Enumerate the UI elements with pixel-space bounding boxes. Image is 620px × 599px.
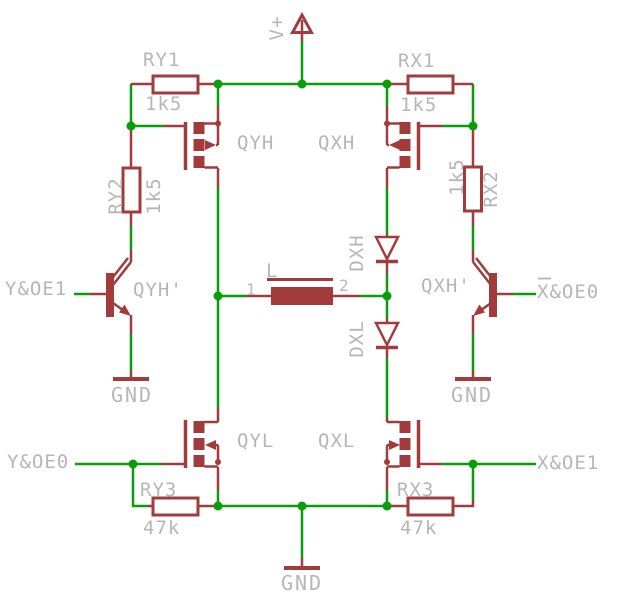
resistor-rx1: RX1 1k5 <box>398 50 455 116</box>
nmos-qyl: QYL <box>183 420 274 468</box>
ry1-name-label: RY1 <box>143 49 180 71</box>
npn-qxh-prime: QXH' <box>421 257 497 317</box>
npn-qyh-prime-emitter-arrow-icon <box>119 304 131 316</box>
qyh-prime-name-label: QYH' <box>133 279 183 301</box>
pin-wires <box>90 82 513 567</box>
resistor-ry1: RY1 1k5 <box>143 49 200 115</box>
qxh-prime-name-label: QXH' <box>421 275 471 297</box>
dxh-name-label: DXH <box>346 234 368 271</box>
rx3-value-label: 47k <box>400 517 437 539</box>
ry2-name-label: RY2 <box>105 177 127 214</box>
diode-dxh-icon <box>373 235 401 262</box>
pmos-qxh-bulk-arrow-icon <box>389 140 400 150</box>
rx1-name-label: RX1 <box>398 50 435 72</box>
gnd-symbol-right: GND <box>451 377 493 407</box>
gnd-symbol-left: GND <box>111 377 153 407</box>
nmos-qxl: QXL <box>318 420 421 468</box>
resistor-rx2: RX2 1k5 <box>446 158 502 213</box>
ry3-name-label: RY3 <box>140 479 177 501</box>
junction-dots <box>126 79 478 511</box>
resistor-rx3: RX3 47k <box>397 479 455 539</box>
inductor-l: L 1 2 <box>246 260 350 305</box>
net-label-y-oe0: Y&OE0 <box>7 451 69 473</box>
gnd-bottom-label: GND <box>281 571 323 595</box>
qxl-name-label: QXL <box>318 430 355 452</box>
rx3-name-label: RX3 <box>397 479 434 501</box>
gnd-left-label: GND <box>111 383 153 407</box>
l-pin1-label: 1 <box>246 280 257 299</box>
net-label-y-oe1: Y&OE1 <box>5 278 67 300</box>
net-label-x-oe1: X&OE1 <box>537 452 599 474</box>
pmos-qyh-bulk-arrow-icon <box>205 140 216 150</box>
diode-dxh: DXH <box>346 234 401 272</box>
npn-qyh-prime: QYH' <box>106 257 183 317</box>
net-label-x-oe0: X&OE0 <box>537 281 599 303</box>
gnd-right-label: GND <box>451 383 493 407</box>
rx1-value-label: 1k5 <box>400 94 437 116</box>
nmos-qxl-bulk-arrow-icon <box>389 440 400 450</box>
rx2-value-label: 1k5 <box>446 158 468 195</box>
net-label-x-oe0-group: X&OE0 <box>537 277 599 303</box>
gnd-symbol-bottom: GND <box>281 566 323 595</box>
resistor-ry3: RY3 47k <box>140 479 200 539</box>
vplus-label: V+ <box>266 16 288 41</box>
dxl-name-label: DXL <box>346 320 368 357</box>
resistor-ry2: RY2 1k5 <box>105 166 165 215</box>
l-name-label: L <box>266 260 278 282</box>
vplus-symbol: V+ <box>266 11 315 41</box>
qxh-name-label: QXH <box>318 132 355 154</box>
rx2-name-label: RX2 <box>480 170 502 207</box>
l-pin2-label: 2 <box>339 276 350 295</box>
qyl-name-label: QYL <box>237 430 274 452</box>
diode-dxl: DXL <box>346 320 401 358</box>
npn-qxh-prime-emitter-arrow-icon <box>473 304 485 316</box>
diode-dxl-icon <box>373 321 401 348</box>
ry3-value-label: 47k <box>143 517 180 539</box>
ry2-value-label: 1k5 <box>143 177 165 214</box>
pmos-qxh: QXH <box>318 120 421 170</box>
ry1-value-label: 1k5 <box>145 93 182 115</box>
nmos-qyl-bulk-arrow-icon <box>205 440 216 450</box>
pmos-qyh: QYH <box>183 120 274 170</box>
qyh-name-label: QYH <box>237 132 274 154</box>
